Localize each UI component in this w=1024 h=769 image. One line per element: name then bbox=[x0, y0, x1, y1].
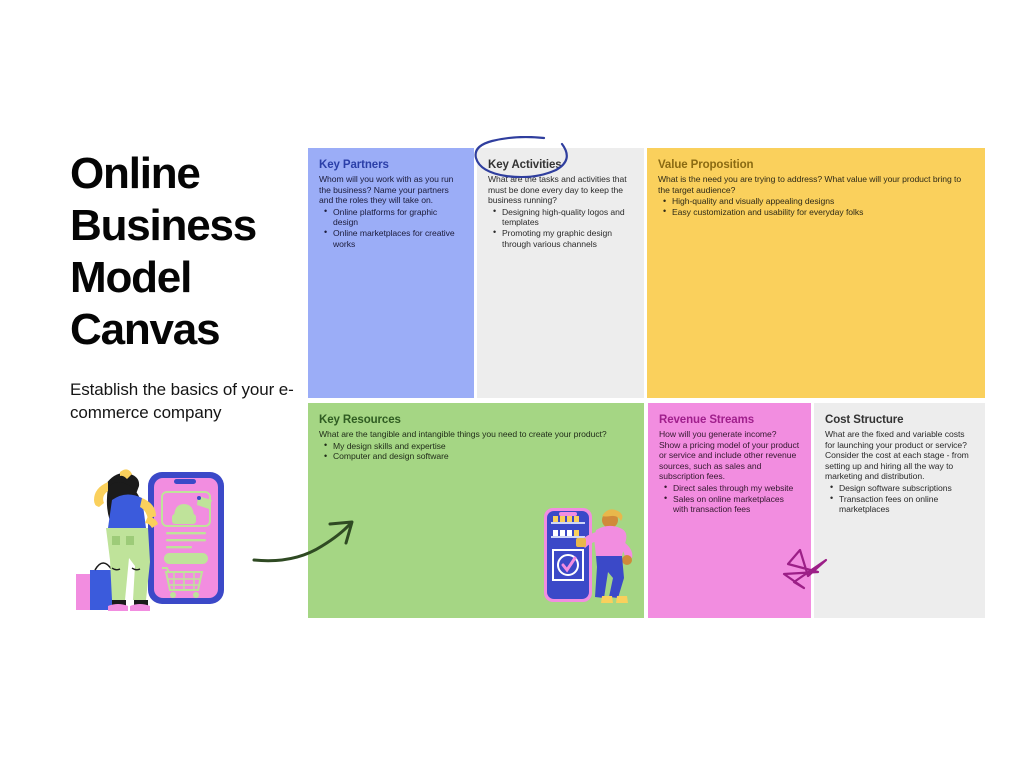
panel-title-cost-structure: Cost Structure bbox=[825, 414, 904, 426]
panel-list-value-proposition: High-quality and visually appealing desi… bbox=[658, 196, 974, 217]
panel-description-revenue-streams: How will you generate income? Show a pri… bbox=[659, 429, 800, 482]
panel-cost-structure[interactable]: Cost Structure What are the fixed and va… bbox=[814, 403, 985, 618]
panel-description-key-activities: What are the tasks and activities that m… bbox=[488, 174, 627, 206]
panel-description-value-proposition: What is the need you are trying to addre… bbox=[658, 174, 962, 195]
title-line-3: Model bbox=[70, 253, 192, 302]
title-line-2: Business bbox=[70, 201, 257, 250]
panel-description-key-partners: Whom will you work with as you run the b… bbox=[319, 174, 454, 206]
panel-list-key-resources: My design skills and expertise Computer … bbox=[319, 440, 633, 462]
panel-list-revenue-streams: Direct sales through my website Sales on… bbox=[659, 482, 800, 515]
page-subtitle: Establish the basics of your e-commerce … bbox=[70, 380, 294, 422]
panel-value-proposition[interactable]: Value Proposition What is the need you a… bbox=[647, 148, 985, 398]
list-item: High-quality and visually appealing desi… bbox=[658, 196, 974, 207]
list-item: Promoting my graphic design through vari… bbox=[488, 227, 633, 249]
list-item: Online marketplaces for creative works bbox=[319, 227, 463, 249]
title-line-1: Online bbox=[70, 149, 201, 198]
panel-key-partners[interactable]: Key Partners Whom will you work with as … bbox=[308, 148, 474, 398]
panel-key-activities[interactable]: Key Activities What are the tasks and ac… bbox=[477, 148, 644, 398]
panel-title-key-partners: Key Partners bbox=[319, 159, 389, 171]
list-item: Design software subscriptions bbox=[825, 482, 974, 494]
page-title: Online Business Model Canvas bbox=[70, 148, 300, 356]
title-line-4: Canvas bbox=[70, 305, 221, 354]
panel-description-key-resources: What are the tangible and intangible thi… bbox=[319, 429, 607, 439]
panel-key-resources[interactable]: Key Resources What are the tangible and … bbox=[308, 403, 644, 618]
panel-list-key-partners: Online platforms for graphic design Onli… bbox=[319, 206, 463, 249]
list-item: Direct sales through my website bbox=[659, 482, 800, 494]
panel-description-cost-structure: What are the fixed and variable costs fo… bbox=[825, 429, 969, 482]
list-item: Online platforms for graphic design bbox=[319, 206, 463, 228]
list-item: Computer and design software bbox=[319, 451, 633, 462]
panel-list-cost-structure: Design software subscriptions Transactio… bbox=[825, 482, 974, 515]
list-item: Transaction fees on online marketplaces bbox=[825, 493, 974, 515]
woman-shopping-with-phone-illustration bbox=[76, 469, 224, 611]
title-block: Online Business Model Canvas Establish t… bbox=[70, 148, 300, 424]
list-item: Easy customization and usability for eve… bbox=[658, 206, 974, 218]
panel-list-key-activities: Designing high-quality logos and templat… bbox=[488, 206, 633, 249]
panel-title-key-resources: Key Resources bbox=[319, 414, 401, 426]
panel-revenue-streams[interactable]: Revenue Streams How will you generate in… bbox=[648, 403, 811, 618]
list-item: My design skills and expertise bbox=[319, 440, 633, 452]
panel-title-value-proposition: Value Proposition bbox=[658, 159, 754, 171]
list-item: Designing high-quality logos and templat… bbox=[488, 206, 633, 228]
panel-title-key-activities: Key Activities bbox=[488, 159, 562, 171]
list-item: Sales on online marketplaces with transa… bbox=[659, 493, 800, 515]
panel-title-revenue-streams: Revenue Streams bbox=[659, 414, 755, 426]
